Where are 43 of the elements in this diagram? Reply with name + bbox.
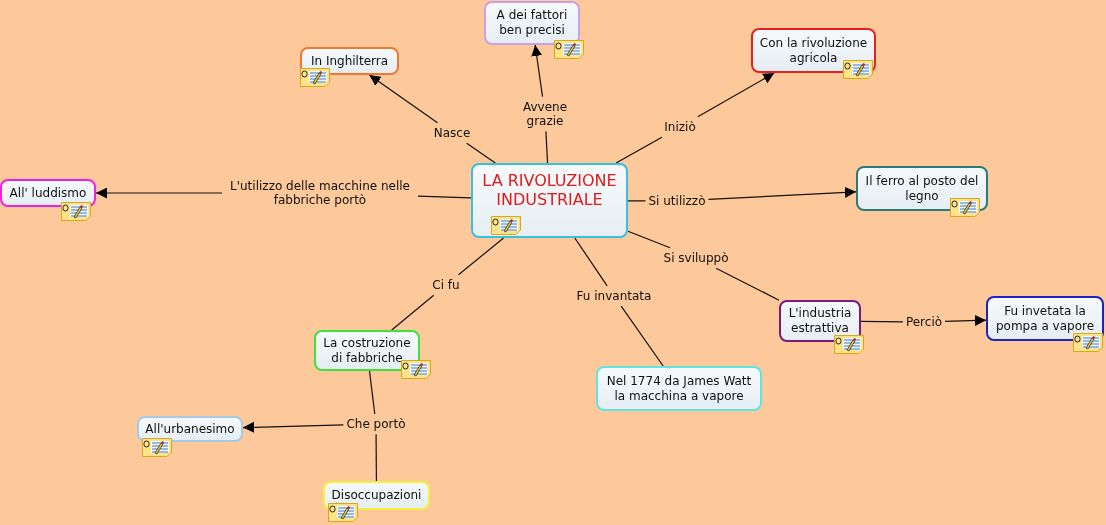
connector-line: [375, 433, 377, 482]
arrow: [697, 72, 775, 118]
connector-line: [615, 136, 663, 164]
concept-box: Disoccupazioni: [323, 481, 430, 510]
concept-box: In Inghilterra: [300, 47, 399, 75]
linking-phrase: Nasce: [433, 125, 471, 141]
connector-line: [368, 370, 376, 415]
connector-line: [574, 237, 608, 287]
main-concept-box: LA RIVOLUZIONE INDUSTRIALE: [471, 163, 628, 238]
concept-box: All' luddismo: [0, 179, 96, 207]
concept-box: L'industria estrattiva: [779, 300, 861, 342]
connector-line: [627, 200, 647, 202]
concept-box: Il ferro al posto del legno: [856, 166, 988, 211]
concept-box: Fu invetata la pompa a vapore: [986, 296, 1104, 341]
connector-line: [715, 267, 780, 301]
linking-phrase: L'utilizzo delle macchine nelle fabbriche portò: [225, 178, 415, 208]
connector-line: [627, 230, 671, 249]
arrow: [242, 421, 345, 433]
linking-phrase: Si sviluppò: [663, 250, 729, 266]
linking-phrase: Iniziò: [664, 119, 696, 135]
concept-box: Nel 1774 da James Watt la macchina a vapore: [596, 366, 762, 411]
concept-box: La costruzione di fabbriche: [314, 330, 420, 371]
concept-box: A dei fattori ben precisi: [484, 1, 580, 45]
arrow: [707, 186, 857, 200]
linking-phrase: Avvene grazie: [520, 99, 570, 129]
connector-line: [391, 294, 435, 331]
linking-phrase: Si utilizzò: [648, 193, 706, 209]
connector-line: [545, 130, 549, 164]
arrow: [531, 44, 544, 98]
linking-phrase: Perciò: [905, 314, 943, 330]
connector-line: [860, 320, 904, 323]
connector-line: [457, 237, 505, 276]
linking-phrase: Che portò: [346, 416, 406, 432]
arrow: [368, 74, 439, 124]
arrow: [944, 315, 987, 326]
concept-box: Con la rivoluzione agricola: [751, 28, 876, 73]
linking-phrase: Ci fu: [432, 277, 460, 293]
connector-line: [417, 195, 472, 199]
arrow: [95, 187, 223, 199]
connector-line: [466, 142, 496, 164]
concept-box: All'urbanesimo: [137, 416, 243, 442]
linking-phrase: Fu invantata: [576, 288, 652, 304]
connector-line: [620, 305, 664, 367]
